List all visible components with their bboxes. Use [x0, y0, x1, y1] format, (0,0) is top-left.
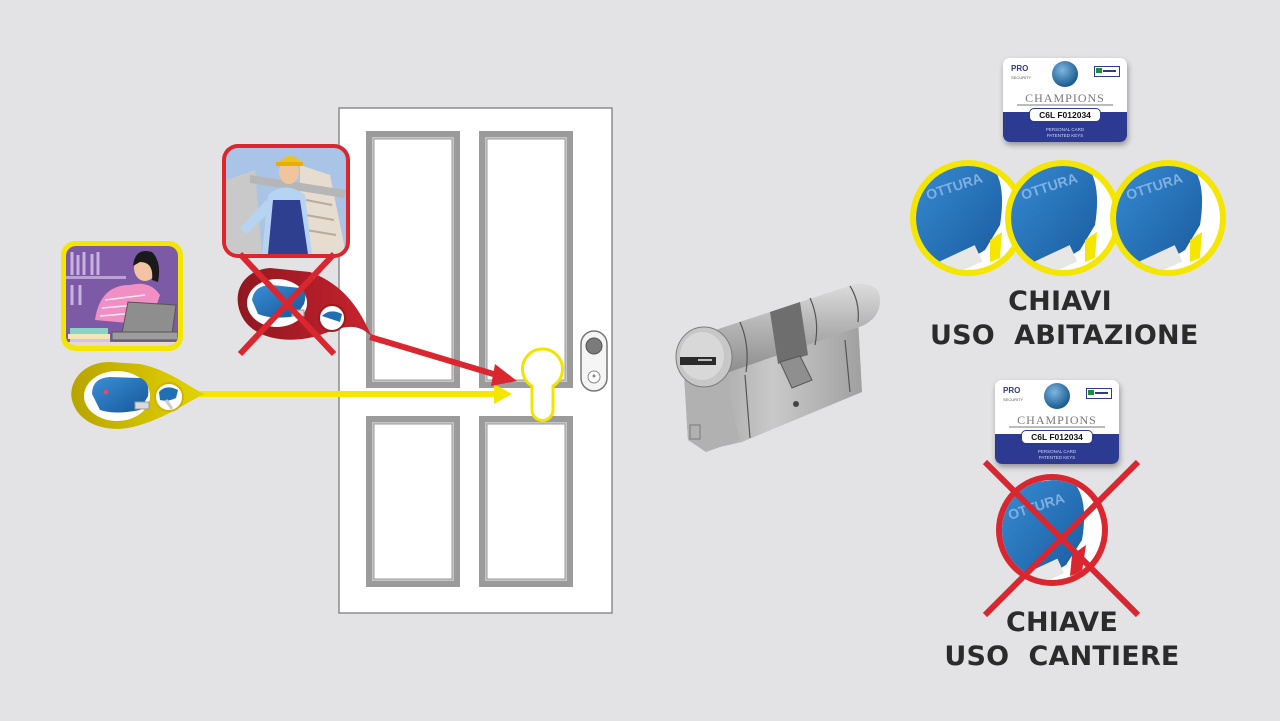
door-panel-top-right: [479, 131, 573, 388]
house-key-circle-2: OTTURA: [1005, 160, 1121, 276]
homeowner-frame: [61, 241, 183, 351]
red-arrow: [369, 334, 517, 386]
builder-frame: [222, 144, 350, 258]
card-code: C6L F012034: [1029, 108, 1101, 122]
door-panel-bottom-left: [366, 416, 460, 587]
construction-forbidden-cross: [982, 459, 1141, 618]
construction-key-label-line2: USO CANTIERE: [944, 641, 1180, 672]
door: [338, 107, 613, 614]
globe-icon: [1052, 61, 1078, 87]
lock-cylinder: [675, 283, 880, 452]
house-key-circle-3: OTTURA: [1110, 160, 1226, 276]
door-panel-bottom-right: [479, 416, 573, 587]
house-keys-label-line1: CHIAVI: [1008, 286, 1112, 317]
keyhole-outline: [521, 347, 564, 422]
builder-forbidden-cross: [237, 251, 337, 357]
construction-key-label-line1: CHIAVE: [1005, 607, 1119, 638]
construction-key-label: CHIAVE USO CANTIERE: [932, 606, 1192, 674]
card-title: CHAMPIONS: [1025, 91, 1105, 105]
yellow-arrow: [200, 384, 512, 404]
brand-logo-icon: [1094, 66, 1120, 77]
door-handle-plate: [580, 330, 608, 392]
card-title: CHAMPIONS: [1017, 413, 1097, 427]
brand-logo-icon: [1086, 388, 1112, 399]
homeowner-key-bubble: [71, 362, 205, 429]
globe-icon: [1044, 383, 1070, 409]
house-keys-label-line2: USO ABITAZIONE: [930, 320, 1199, 351]
card-tagline: [1009, 426, 1105, 428]
card-code: C6L F012034: [1021, 430, 1093, 444]
card-tagline: [1017, 104, 1113, 106]
construction-key-circle: OTTURA: [996, 474, 1108, 586]
house-keys-label: CHIAVI USO ABITAZIONE: [930, 285, 1199, 353]
